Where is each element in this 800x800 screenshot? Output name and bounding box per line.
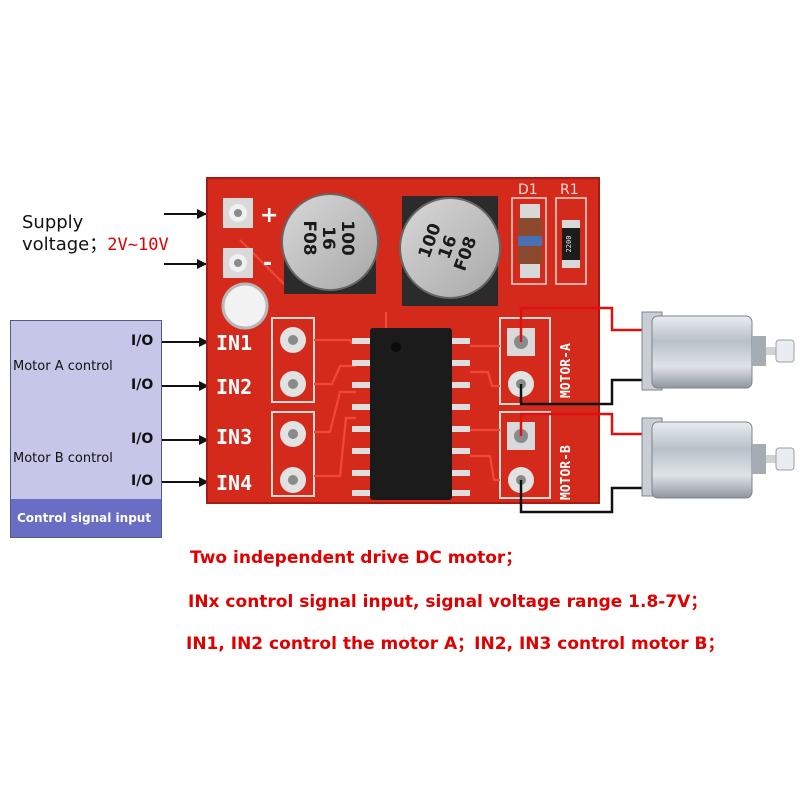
in1-label: IN1 — [216, 331, 252, 355]
supply-label-line2: voltage； — [22, 234, 108, 255]
control-signal-input-label: Control signal input — [11, 499, 161, 537]
control-signal-panel: I/O Motor A control I/O I/O Motor B cont… — [10, 320, 162, 538]
resistor-r1: 2200 — [562, 220, 580, 268]
diode-d1 — [518, 204, 542, 278]
plus-sign: + — [260, 203, 278, 228]
motor-b-frame — [499, 411, 551, 499]
mounting-hole — [221, 282, 269, 330]
io-label-4: I/O — [131, 473, 154, 489]
motor-a-control-label: Motor A control — [13, 359, 113, 374]
in4-label: IN4 — [216, 471, 252, 495]
note-line-2: INx control signal input, signal voltage… — [188, 592, 708, 612]
capacitor-2: 10016F08 — [399, 196, 501, 306]
motor-b-control-label: Motor B control — [13, 451, 113, 466]
in4-pad — [280, 467, 306, 493]
power-minus-pad — [223, 248, 253, 278]
in2-pad — [280, 371, 306, 397]
motor-a-black-wire — [519, 378, 650, 406]
supply-voltage-range: 2V~10V — [107, 235, 169, 255]
motor-a-red-wire — [519, 306, 650, 342]
motor-b-red-wire — [519, 412, 650, 436]
minus-sign: - — [263, 251, 272, 276]
motor-a-image — [641, 311, 795, 391]
note-line-3: IN1, IN2 control the motor A；IN2, IN3 co… — [186, 634, 725, 654]
motor-b-image — [641, 417, 795, 499]
svg-text:10016F08: 10016F08 — [299, 220, 357, 256]
input-header-frame-a — [271, 317, 315, 403]
driver-ic — [352, 328, 470, 500]
power-plus-pad — [223, 198, 253, 228]
motor-b-label: MOTOR-B — [559, 445, 574, 500]
io-label-2: I/O — [131, 377, 154, 393]
input-header-frame-b — [271, 411, 315, 497]
motor-a-label: MOTOR-A — [559, 343, 574, 398]
in3-pad — [280, 421, 306, 447]
svg-text:2200: 2200 — [565, 236, 573, 253]
in2-label: IN2 — [216, 375, 252, 399]
supply-label-line1: Supply — [22, 212, 84, 233]
io-label-3: I/O — [131, 431, 154, 447]
in1-pad — [280, 327, 306, 353]
note-line-1: Two independent drive DC motor； — [190, 548, 523, 568]
d1-label: D1 — [518, 182, 538, 198]
capacitor-1: 10016F08 — [281, 193, 379, 294]
supply-label: Supply voltage；2V~10V — [22, 212, 169, 256]
in3-label: IN3 — [216, 425, 252, 449]
r1-label: R1 — [560, 182, 579, 198]
io-label-1: I/O — [131, 333, 154, 349]
motor-b-black-wire — [519, 480, 650, 514]
